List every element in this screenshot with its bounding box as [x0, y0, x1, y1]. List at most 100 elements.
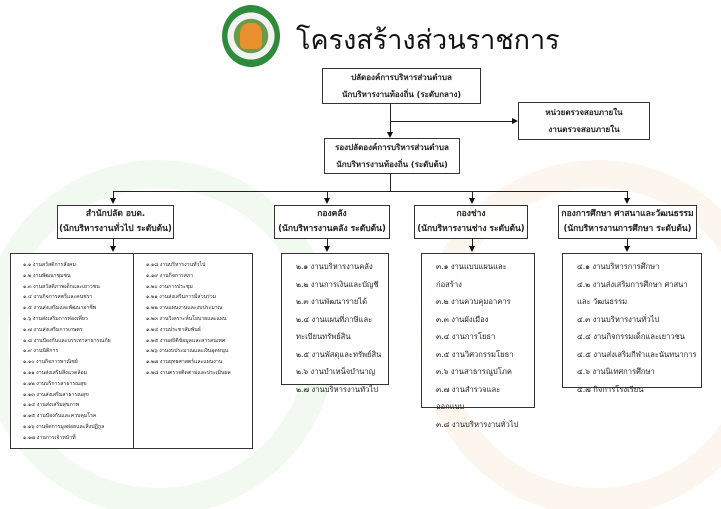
connector	[390, 121, 512, 122]
task-item: ๓.๕ งานวิศวกรรมโยธา	[436, 349, 514, 359]
connector	[327, 238, 328, 247]
arrow-down-icon	[469, 246, 475, 252]
box-line: รองปลัดองค์การบริหารส่วนตำบล	[335, 143, 449, 152]
task-list-education: ๔.๑ งานบริหารการศึกษา๔.๒ งานส่งเสริมการศ…	[562, 253, 702, 394]
task-item: ๔.๔ งานกิจกรรมเด็กและเยาวชน	[577, 332, 685, 341]
task-item: ๑.๒ งานพัฒนาชุมชน	[23, 272, 71, 279]
task-item: ๒.๗ งานบริหารงานทั่วไป	[296, 384, 379, 394]
connector	[472, 191, 473, 199]
task-item: ๓.๔ งานการโยธา	[436, 332, 496, 341]
task-item: ๔.๒ งานส่งเสริมการศึกษา ศาสนา	[577, 279, 688, 289]
connector	[113, 191, 628, 192]
task-list-engineering: ๓.๑ งานแบบแผนและก่อสร้าง๓.๒ งานควบคุมอาค…	[421, 253, 535, 429]
task-item: ๑.๒๖ งานงบประมาณและเงินอุดหนุน	[146, 348, 229, 355]
task-item: ๓.๒ งานควบคุมอาคาร	[436, 297, 511, 306]
arrow-down-icon	[624, 246, 630, 252]
task-item: ๒.๓ งานพัฒนารายได้	[296, 297, 368, 306]
task-item: ๑.๑๒ งานบริการสาธารณสุข	[23, 380, 87, 387]
box-line: หน่วยตรวจสอบภายใน	[545, 108, 623, 117]
task-item: ๑.๑๙ งานกิจการสภา	[146, 272, 194, 279]
task-item: ๑.๑๑ งานส่งเสริมสิ่งแวดล้อม	[23, 369, 88, 376]
task-item: ๑.๒๒ งานแผนงานและงบประมาณ	[146, 305, 223, 312]
organization-logo	[222, 5, 280, 67]
department-box-education: กองการศึกษา ศาสนาและวัฒนธรรม (นักบริหารง…	[558, 205, 697, 239]
task-item: ๒.๕ งานพัสดุและทรัพย์สิน	[296, 349, 382, 359]
task-item: ออกแบบ	[436, 402, 465, 411]
arrow-down-icon	[324, 246, 330, 252]
task-item: และ วัฒนธรรม	[577, 297, 628, 306]
chief-administrator-box: ปลัดองค์การบริหารส่วนตำบล นักบริหารงานท้…	[322, 68, 481, 104]
task-item: ๑.๑๘ งานบริหารงานทั่วไป	[146, 262, 206, 268]
task-item: ๑.๒๘ งานตรวจติดตามและประเมินผล	[146, 369, 231, 376]
task-item: ๓.๗ งานสำรวจและ	[436, 384, 501, 394]
page-title: โครงสร้างส่วนราชการ	[296, 25, 560, 56]
task-item: ๑.๘ งานป้องกันและบรรเทาสาธารณภัย	[23, 337, 111, 344]
connector	[627, 238, 628, 247]
department-head: (นักบริหารงานทั่วไป ระดับต้น)	[59, 224, 172, 234]
arrow-down-icon	[110, 246, 116, 252]
box-line: ปลัดองค์การบริหารส่วนตำบล	[351, 73, 452, 82]
task-item: ๓.๘ งานบริหารงานทั่วไป	[436, 419, 519, 429]
task-item: ๑.๒๓ งานวิเคราะห์นโยบายและแผน	[146, 315, 227, 322]
box-line: นักบริหารงานท้องถิ่น (ระดับต้น)	[336, 160, 448, 169]
arrow-down-icon	[110, 198, 116, 204]
department-box-office: สำนักปลัด อบต. (นักบริหารงานทั่วไป ระดับ…	[57, 205, 174, 239]
connector	[113, 238, 114, 247]
box-line: นักบริหารงานท้องถิ่น (ระดับกลาง)	[341, 90, 462, 99]
department-head: (นักบริหารงานคลัง ระดับต้น)	[278, 224, 386, 234]
department-box-finance: กองคลัง (นักบริหารงานคลัง ระดับต้น)	[274, 205, 390, 239]
task-item: ๔.๓ งานบริหารงานทั่วไป	[577, 314, 660, 324]
task-item: ๑.๑๓ งานส่งเสริมสาธารณสุข	[23, 391, 89, 398]
arrow-right-icon	[512, 118, 518, 124]
internal-audit-box: หน่วยตรวจสอบภายใน งานตรวจสอบภายใน	[518, 102, 650, 140]
deputy-chief-box: รองปลัดองค์การบริหารส่วนตำบล นักบริหารงา…	[324, 138, 460, 174]
task-item: ๒.๑ งานบริหารงานคลัง	[296, 262, 373, 271]
arrow-down-icon	[469, 198, 475, 204]
task-item: ๑.๑๐ งานกิจการพาณิชย์	[23, 359, 78, 366]
box-line: งานตรวจสอบภายใน	[548, 125, 620, 134]
task-item: ๑.๕ งานส่งเสริมและพัฒนาอาชีพ	[23, 305, 97, 312]
task-item: ๑.๒๑ งานส่งเสริมการมีส่วนร่วม	[146, 294, 217, 301]
task-item: ๑.๑ งานสวัสดิการสังคม	[23, 262, 76, 268]
department-name: สำนักปลัด อบต.	[85, 209, 146, 219]
task-item: ๒.๒ งานการเงินและบัญชี	[296, 279, 379, 289]
task-item: ๑.๓ งานสวัสดิภาพเด็กและเยาวชน	[23, 283, 100, 290]
task-item: ๑.๒๗ งานยุทธศาสตร์และแผนงาน	[146, 359, 223, 366]
task-item: ๔.๑ งานบริหารการศึกษา	[577, 262, 660, 271]
task-list-office-part1: ๑.๑ งานสวัสดิการสังคม๑.๒ งานพัฒนาชุมชน๑.…	[10, 253, 134, 449]
task-item: ๑.๑๔ งานส่งเสริมสุขภาพ	[23, 402, 80, 409]
arrow-down-icon	[387, 132, 393, 138]
department-head: (นักบริหารงานช่าง ระดับต้น)	[417, 224, 525, 234]
task-list-finance: ๒.๑ งานบริหารงานคลัง๒.๒ งานการเงินและบัญ…	[281, 253, 389, 394]
task-item: ๒.๔ งานแผนที่ภาษีและ	[296, 314, 373, 324]
task-item: ๔.๖ งานนิเทศการศึกษา	[577, 367, 655, 376]
task-item: ๓.๖ งานสาธารณูปโภค	[436, 367, 512, 376]
connector	[390, 173, 391, 191]
task-item: ๔.๕ งานส่งเสริมกีฬาและนันทนาการ	[577, 349, 697, 359]
connector	[627, 191, 628, 199]
task-item: ๑.๗ งานส่งเสริมการเกษตร	[23, 326, 83, 333]
department-head: (นักบริหารงานการศึกษา ระดับต้น)	[563, 224, 692, 234]
department-name: กองคลัง	[317, 209, 347, 219]
task-item: ๑.๑๕ งานป้องกันและควบคุมโรค	[23, 413, 97, 420]
task-item: ๑.๖ งานส่งเสริมการท่องเที่ยว	[23, 315, 88, 322]
arrow-down-icon	[324, 198, 330, 204]
task-item: ๑.๑๗ งานการเจ้าหน้าที่	[23, 434, 76, 441]
task-item: ๑.๔ งานกิจการสตรีและคนชรา	[23, 294, 93, 301]
task-item: ๓.๓ งานผังเมือง	[436, 314, 489, 324]
connector	[390, 103, 391, 133]
department-name: กองช่าง	[456, 209, 486, 219]
task-item: ทะเบียนทรัพย์สิน	[296, 332, 351, 341]
task-item: ๑.๒๕ งานสถิติข้อมูลและสารสนเทศ	[146, 337, 226, 344]
connector	[113, 191, 114, 199]
task-item: ๑.๙ งานนิติการ	[23, 348, 59, 355]
connector	[327, 191, 328, 199]
task-item: ๔.๗ กิจการโรงเรียน	[577, 384, 644, 394]
task-item: ๑.๑๖ งานจัดการมูลฝอยและสิ่งปฏิกูล	[23, 423, 105, 430]
connector	[472, 238, 473, 247]
arrow-down-icon	[624, 198, 630, 204]
department-name: กองการศึกษา ศาสนาและวัฒนธรรม	[561, 209, 694, 219]
task-item: ๒.๖ งานบำเหน็จบำนาญ	[296, 367, 376, 376]
task-item: ๓.๑ งานแบบแผนและ	[436, 262, 507, 271]
